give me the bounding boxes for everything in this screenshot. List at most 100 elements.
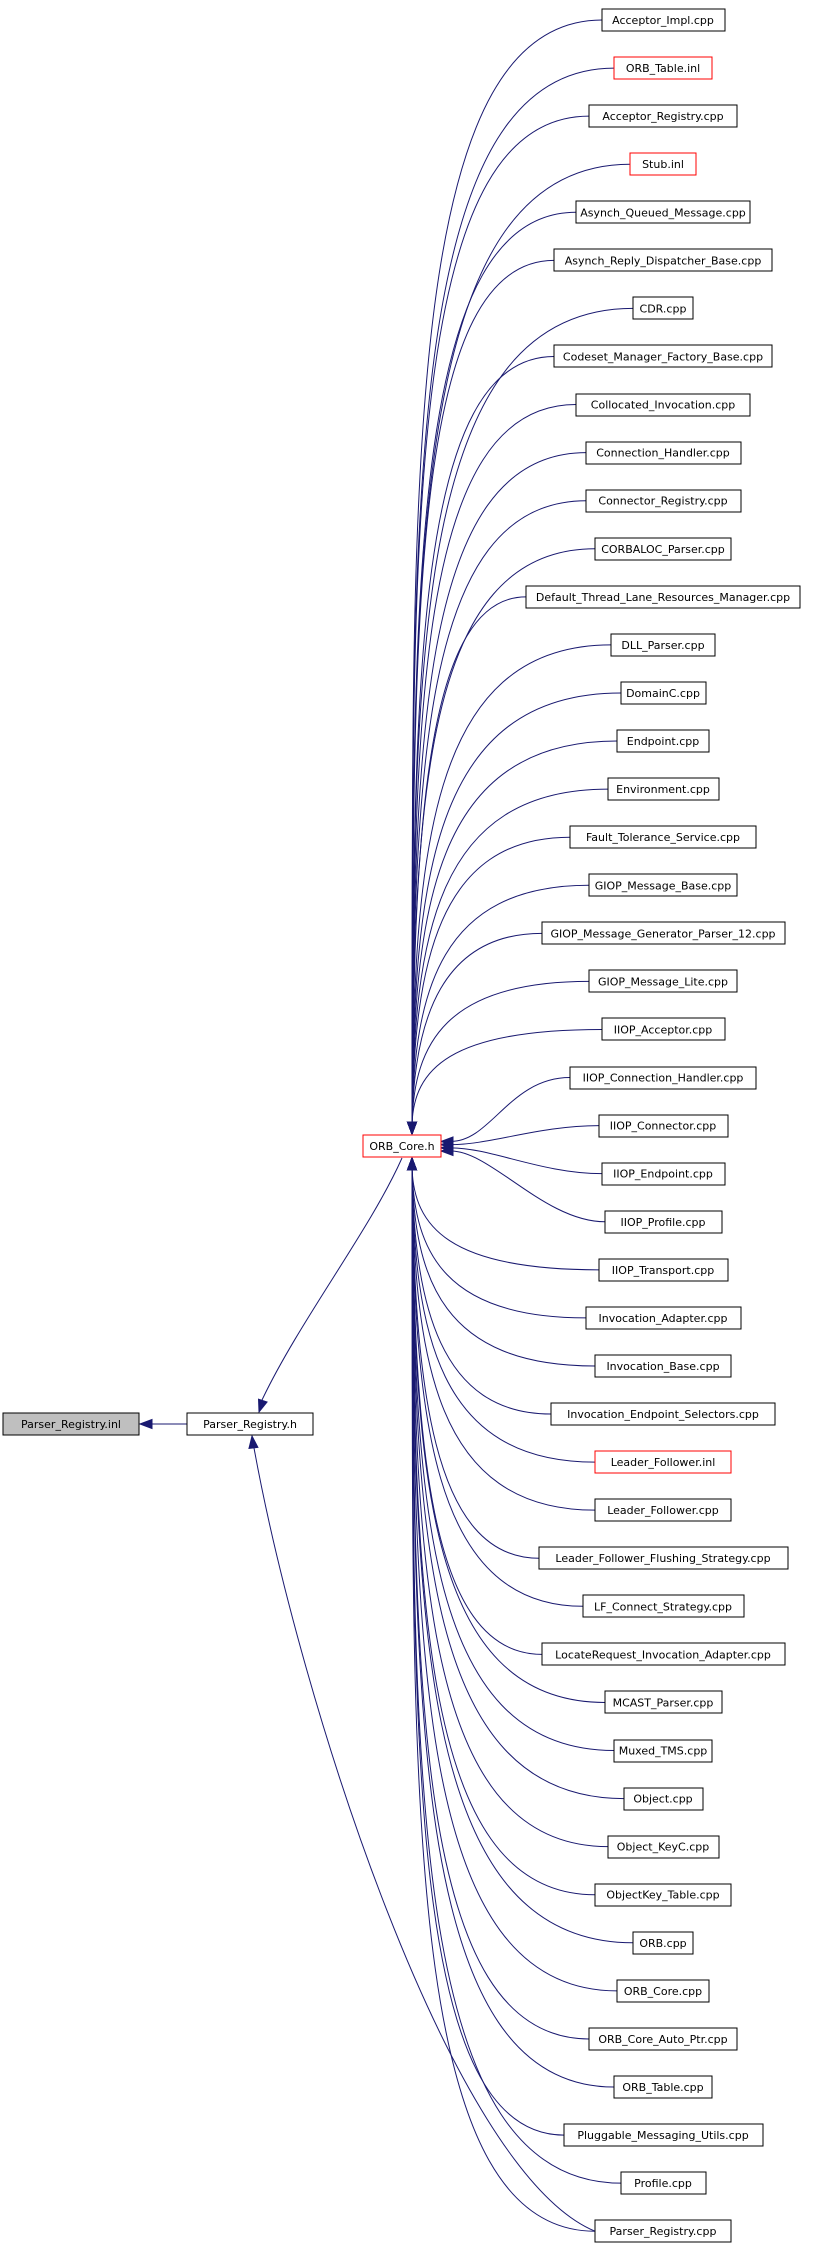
node-connector-registry-cpp[interactable]: Connector_Registry.cpp [585, 489, 742, 513]
node-parser-registry-inl[interactable]: Parser_Registry.inl [2, 1412, 140, 1436]
edge-invocation-adapter-cpp-to-orb-core-h [411, 1167, 587, 1319]
node-collocated-invocation-cpp[interactable]: Collocated_Invocation.cpp [575, 393, 751, 417]
node-iiop-acceptor-cpp[interactable]: IIOP_Acceptor.cpp [601, 1017, 726, 1041]
edge-environment-cpp-to-orb-core-h [411, 788, 609, 1125]
node-iiop-connection-handler-cpp[interactable]: IIOP_Connection_Handler.cpp [569, 1066, 757, 1090]
node-label: IIOP_Acceptor.cpp [614, 1023, 713, 1036]
node-giop-message-base-cpp[interactable]: GIOP_Message_Base.cpp [588, 873, 738, 897]
node-orb-table-inl[interactable]: ORB_Table.inl [613, 56, 713, 80]
node-label: DLL_Parser.cpp [621, 639, 704, 652]
node-iiop-endpoint-cpp[interactable]: IIOP_Endpoint.cpp [601, 1162, 726, 1186]
node-invocation-base-cpp[interactable]: Invocation_Base.cpp [594, 1354, 732, 1378]
node-orb-core-auto-ptr-cpp[interactable]: ORB_Core_Auto_Ptr.cpp [588, 2027, 738, 2051]
node-label: IIOP_Endpoint.cpp [613, 1168, 713, 1181]
edge-iiop-acceptor-cpp-to-orb-core-h [411, 1028, 603, 1125]
edge-acceptor-impl-cpp-to-orb-core-h [411, 19, 603, 1125]
node-label: DomainC.cpp [626, 687, 700, 700]
file-nodes: Acceptor_Impl.cppORB_Table.inlAcceptor_R… [525, 8, 801, 2243]
node-label: IIOP_Connection_Handler.cpp [583, 1072, 744, 1085]
node-label: ORB_Table.inl [626, 62, 700, 75]
node-label: ORB_Core.cpp [624, 1985, 702, 1998]
node-iiop-connector-cpp[interactable]: IIOP_Connector.cpp [598, 1114, 729, 1138]
node-label: Profile.cpp [634, 2177, 692, 2190]
edge-objectkey-table-cpp-to-orb-core-h [411, 1167, 596, 1896]
node-label: Endpoint.cpp [627, 735, 699, 748]
node-iiop-profile-cpp[interactable]: IIOP_Profile.cpp [604, 1210, 723, 1234]
node-profile-cpp[interactable]: Profile.cpp [620, 2171, 707, 2195]
node-fault-tolerance-service-cpp[interactable]: Fault_Tolerance_Service.cpp [569, 825, 757, 849]
node-default-thread-lane-resources-manager-cpp[interactable]: Default_Thread_Lane_Resources_Manager.cp… [525, 585, 801, 609]
node-mcast-parser-cpp[interactable]: MCAST_Parser.cpp [604, 1690, 723, 1714]
node-codeset-manager-factory-base-cpp[interactable]: Codeset_Manager_Factory_Base.cpp [553, 344, 773, 368]
node-leader-follower-cpp[interactable]: Leader_Follower.cpp [594, 1498, 732, 1522]
node-label: Invocation_Endpoint_Selectors.cpp [567, 1408, 759, 1421]
edge-collocated-invocation-cpp-to-orb-core-h [411, 404, 577, 1125]
edge-orb-core-auto-ptr-cpp-to-orb-core-h [411, 1167, 590, 2040]
edge-iiop-transport-cpp-to-orb-core-h [411, 1167, 600, 1271]
edge-endpoint-cpp-to-orb-core-h [411, 740, 618, 1125]
node-giop-message-generator-parser-12-cpp[interactable]: GIOP_Message_Generator_Parser_12.cpp [541, 921, 786, 945]
node-pluggable-messaging-utils-cpp[interactable]: Pluggable_Messaging_Utils.cpp [563, 2123, 764, 2147]
node-locaterequest-invocation-adapter-cpp[interactable]: LocateRequest_Invocation_Adapter.cpp [541, 1642, 786, 1666]
node-iiop-transport-cpp[interactable]: IIOP_Transport.cpp [598, 1258, 729, 1282]
node-corbaloc-parser-cpp[interactable]: CORBALOC_Parser.cpp [594, 537, 732, 561]
node-label: Leader_Follower.cpp [607, 1504, 719, 1517]
node-orb-core-cpp[interactable]: ORB_Core.cpp [616, 1979, 710, 2003]
node-label: Invocation_Base.cpp [606, 1360, 719, 1373]
node-label: GIOP_Message_Base.cpp [595, 879, 732, 892]
edge-orb-table-cpp-to-orb-core-h [411, 1167, 615, 2088]
node-orb-cpp[interactable]: ORB.cpp [632, 1931, 694, 1955]
node-parser-registry-h[interactable]: Parser_Registry.h [186, 1412, 314, 1436]
node-environment-cpp[interactable]: Environment.cpp [607, 777, 720, 801]
node-domainc-cpp[interactable]: DomainC.cpp [620, 681, 707, 705]
node-cdr-cpp[interactable]: CDR.cpp [632, 296, 694, 320]
node-objectkey-table-cpp[interactable]: ObjectKey_Table.cpp [594, 1883, 732, 1907]
node-stub-inl[interactable]: Stub.inl [629, 152, 697, 176]
node-endpoint-cpp[interactable]: Endpoint.cpp [616, 729, 710, 753]
node-label: Parser_Registry.cpp [610, 2225, 717, 2238]
node-muxed-tms-cpp[interactable]: Muxed_TMS.cpp [613, 1739, 713, 1763]
node-label: CORBALOC_Parser.cpp [601, 543, 725, 556]
node-orb-table-cpp[interactable]: ORB_Table.cpp [613, 2075, 713, 2099]
node-acceptor-impl-cpp[interactable]: Acceptor_Impl.cpp [601, 8, 726, 32]
node-invocation-adapter-cpp[interactable]: Invocation_Adapter.cpp [585, 1306, 742, 1330]
node-asynch-reply-dispatcher-base-cpp[interactable]: Asynch_Reply_Dispatcher_Base.cpp [553, 248, 773, 272]
node-leader-follower-flushing-strategy-cpp[interactable]: Leader_Follower_Flushing_Strategy.cpp [538, 1546, 789, 1570]
node-giop-message-lite-cpp[interactable]: GIOP_Message_Lite.cpp [588, 969, 738, 993]
graph-edges [138, 19, 634, 2232]
node-connection-handler-cpp[interactable]: Connection_Handler.cpp [585, 441, 742, 465]
node-label: Leader_Follower.inl [611, 1456, 716, 1469]
edge-domainc-cpp-to-orb-core-h [411, 692, 622, 1125]
node-object-keyc-cpp[interactable]: Object_KeyC.cpp [607, 1835, 720, 1859]
node-label: Stub.inl [642, 158, 684, 171]
node-acceptor-registry-cpp[interactable]: Acceptor_Registry.cpp [588, 104, 738, 128]
edge-arrow-iiop-acceptor-cpp [406, 1121, 418, 1136]
edge-iiop-connection-handler-cpp-to-orb-core-h [450, 1077, 571, 1142]
node-label: Muxed_TMS.cpp [619, 1745, 708, 1758]
edge-cdr-cpp-to-orb-core-h [411, 307, 634, 1125]
node-label: GIOP_Message_Lite.cpp [598, 975, 728, 988]
edge-mcast-parser-cpp-to-orb-core-h [411, 1167, 606, 1703]
edge-giop-message-base-cpp-to-orb-core-h [411, 884, 590, 1125]
edge-arrow-orb-core-h [257, 1398, 268, 1414]
edge-giop-message-generator-parser-12-cpp-to-orb-core-h [411, 932, 543, 1125]
edge-giop-message-lite-cpp-to-orb-core-h [411, 980, 590, 1125]
edge-iiop-profile-cpp-to-orb-core-h [450, 1150, 606, 1223]
edge-arrow-parser-registry-cpp [406, 1156, 418, 1171]
edge-connector-registry-cpp-to-orb-core-h [411, 500, 587, 1125]
node-label: Object_KeyC.cpp [617, 1841, 709, 1854]
node-invocation-endpoint-selectors-cpp[interactable]: Invocation_Endpoint_Selectors.cpp [550, 1402, 776, 1426]
node-lf-connect-strategy-cpp[interactable]: LF_Connect_Strategy.cpp [582, 1594, 745, 1618]
edge-asynch-queued-message-cpp-to-orb-core-h [411, 211, 577, 1125]
edge-leader-follower-inl-to-orb-core-h [411, 1167, 596, 1463]
edge-arrow-parser-registry-h [138, 1418, 153, 1430]
node-dll-parser-cpp[interactable]: DLL_Parser.cpp [610, 633, 716, 657]
node-parser-registry-cpp[interactable]: Parser_Registry.cpp [594, 2219, 732, 2243]
node-orb-core-h[interactable]: ORB_Core.h [362, 1134, 442, 1158]
node-asynch-queued-message-cpp[interactable]: Asynch_Queued_Message.cpp [575, 200, 751, 224]
edge-pluggable-messaging-utils-cpp-to-orb-core-h [411, 1167, 565, 2136]
node-leader-follower-inl[interactable]: Leader_Follower.inl [594, 1450, 732, 1474]
node-object-cpp[interactable]: Object.cpp [623, 1787, 704, 1811]
edge-leader-follower-cpp-to-orb-core-h [411, 1167, 596, 1511]
